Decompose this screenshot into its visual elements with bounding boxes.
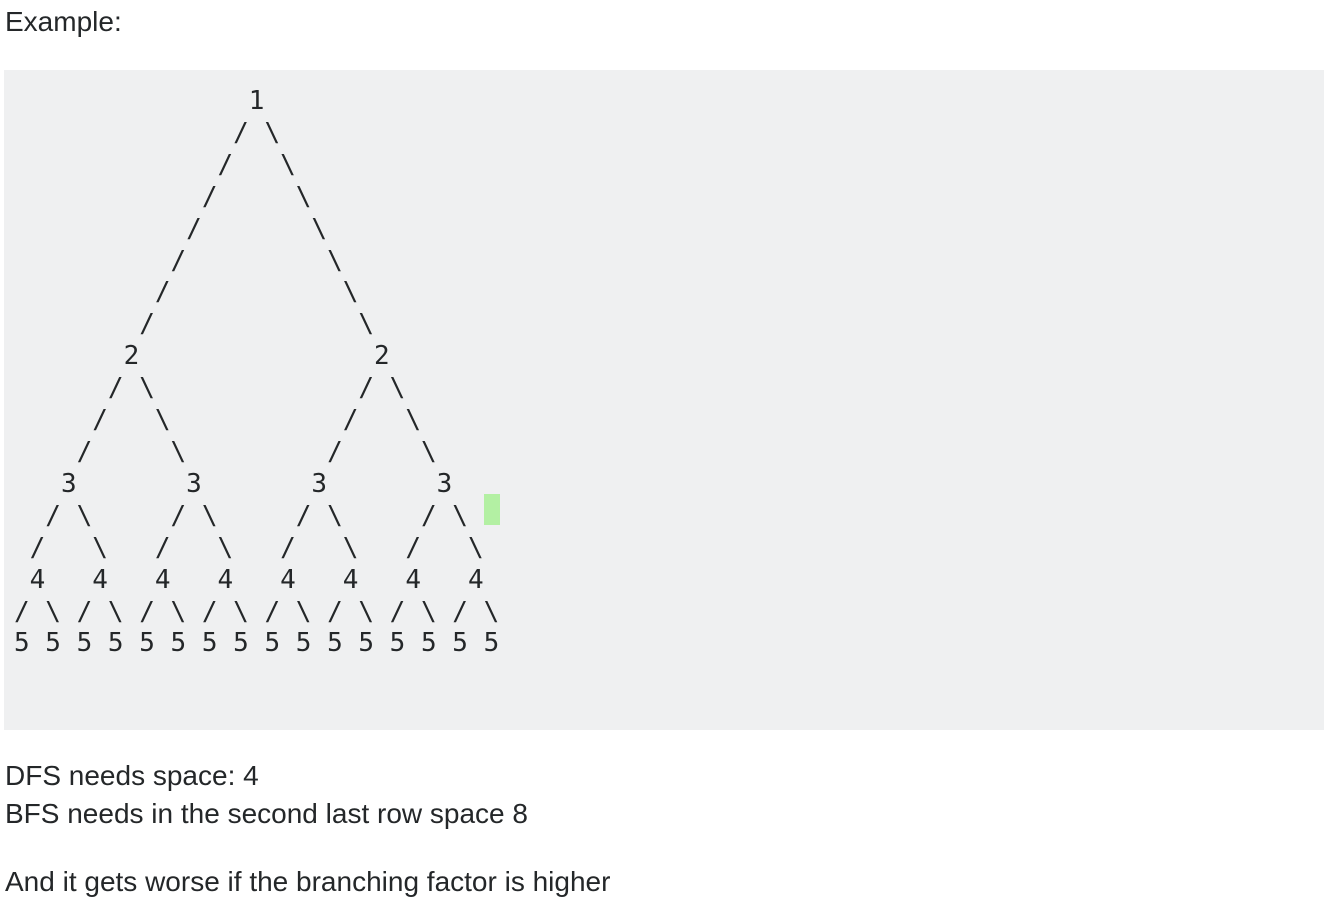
intro-label: Example: <box>5 6 122 37</box>
text-cursor-highlight <box>484 494 500 525</box>
bfs-space-line: BFS needs in the second last row space 8 <box>5 798 528 829</box>
space-summary: DFS needs space: 4 BFS needs in the seco… <box>5 757 528 833</box>
code-block: 1 / \ / \ / \ / \ / \ / \ / \ 2 2 / \ / … <box>4 70 1324 730</box>
closing-remark: And it gets worse if the branching facto… <box>5 866 611 897</box>
ascii-tree: 1 / \ / \ / \ / \ / \ / \ / \ 2 2 / \ / … <box>14 86 500 659</box>
dfs-space-line: DFS needs space: 4 <box>5 760 259 791</box>
